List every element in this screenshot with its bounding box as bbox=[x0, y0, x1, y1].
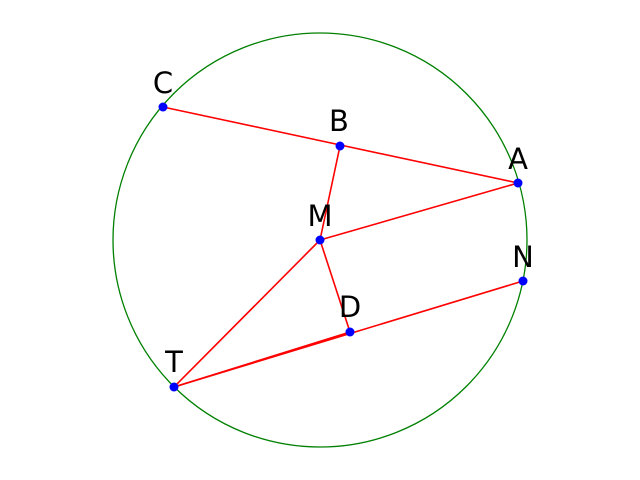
point-T bbox=[169, 382, 179, 392]
point-label-D: D bbox=[339, 290, 361, 324]
point-D bbox=[345, 327, 355, 337]
point-label-M: M bbox=[307, 199, 332, 233]
points-layer bbox=[158, 102, 528, 392]
point-label-A: A bbox=[508, 142, 528, 176]
segment-BM bbox=[319, 145, 341, 241]
point-A bbox=[513, 178, 523, 188]
point-B bbox=[335, 141, 345, 151]
point-M bbox=[315, 235, 325, 245]
point-label-C: C bbox=[153, 66, 173, 100]
segment-MD bbox=[319, 239, 351, 333]
point-C bbox=[158, 102, 168, 112]
point-label-B: B bbox=[329, 104, 349, 138]
segment-TD bbox=[173, 331, 351, 388]
point-label-N: N bbox=[512, 240, 534, 274]
circle bbox=[112, 32, 528, 448]
point-N bbox=[518, 276, 528, 286]
segment-MA bbox=[319, 182, 519, 241]
segment-MT bbox=[173, 239, 321, 388]
point-label-T: T bbox=[164, 345, 183, 379]
labels-layer: C B A M N D T bbox=[153, 66, 534, 379]
